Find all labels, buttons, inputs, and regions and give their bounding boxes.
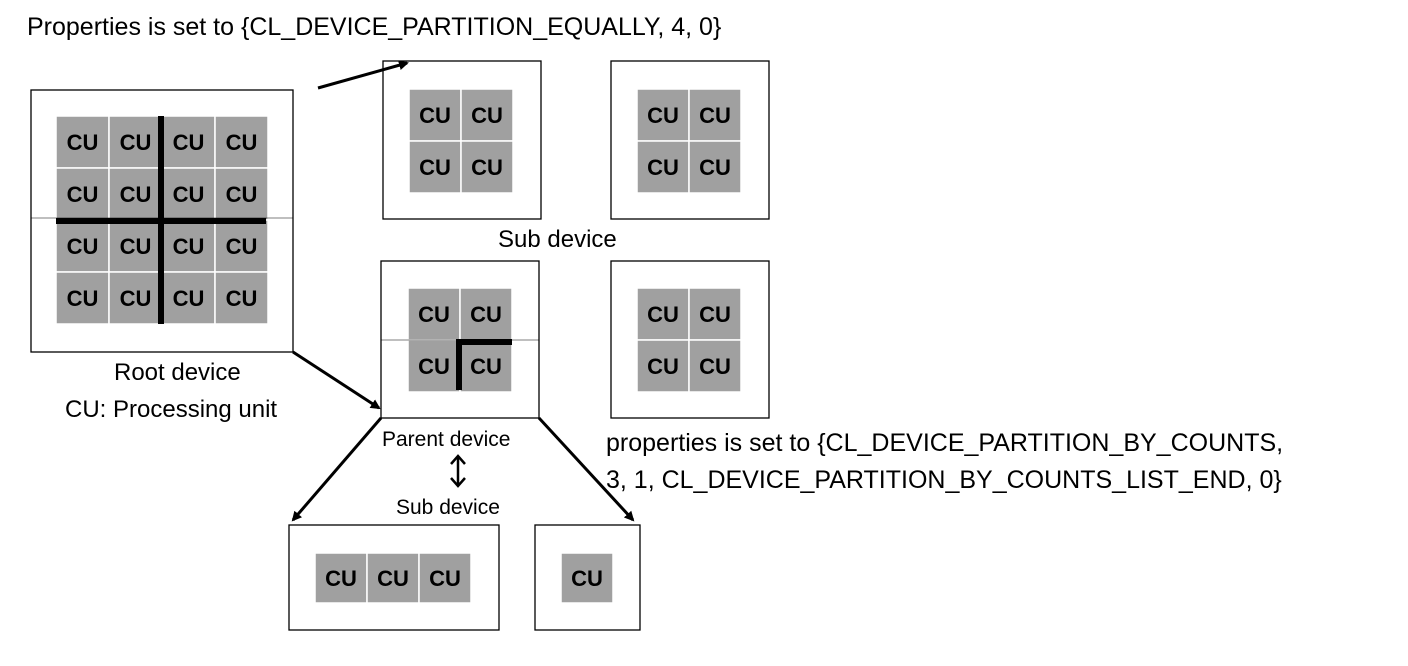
cu-cell bbox=[214, 115, 269, 169]
parent-sub-double-arrow-icon bbox=[450, 454, 466, 488]
arrow-parent-to-1cu-subdevice bbox=[537, 416, 635, 522]
cu-label: CU bbox=[699, 302, 731, 327]
cu-cell bbox=[161, 219, 216, 273]
cu-label: CU bbox=[647, 155, 679, 180]
cu-cell bbox=[407, 339, 461, 393]
cu-label: CU bbox=[226, 234, 258, 259]
cu-label: CU bbox=[470, 354, 502, 379]
cu-cell bbox=[688, 140, 742, 194]
root-device-label: Root device bbox=[114, 359, 241, 386]
cu-label: CU bbox=[470, 302, 502, 327]
cu-label: CU bbox=[120, 130, 152, 155]
cu-label: CU bbox=[647, 103, 679, 128]
cu-label: CU bbox=[419, 103, 451, 128]
cu-label: CU bbox=[173, 130, 205, 155]
cu-cell bbox=[55, 271, 110, 325]
cu-label: CU bbox=[647, 354, 679, 379]
cu-cell bbox=[688, 287, 742, 341]
cu-label: CU bbox=[67, 130, 99, 155]
cu-label: CU bbox=[647, 302, 679, 327]
cu-cell bbox=[636, 287, 690, 341]
cu-cell bbox=[460, 88, 514, 142]
sub-device-lower-label: Sub device bbox=[396, 496, 500, 519]
cu-label: CU bbox=[226, 286, 258, 311]
arrow-root-to-equal-subdevices bbox=[317, 60, 409, 90]
arrow-root-to-parent-device bbox=[292, 350, 381, 410]
cu-label: CU bbox=[699, 354, 731, 379]
top-caption: Properties is set to {CL_DEVICE_PARTITIO… bbox=[27, 13, 721, 41]
cu-cell bbox=[366, 552, 420, 604]
cu-cell bbox=[459, 339, 513, 393]
counts-sub-device-1cu-cu-grid: CU bbox=[560, 552, 614, 604]
cu-label: CU bbox=[471, 155, 503, 180]
cu-label: CU bbox=[67, 182, 99, 207]
cu-cell bbox=[108, 115, 163, 169]
counts-caption-line1: properties is set to {CL_DEVICE_PARTITIO… bbox=[606, 429, 1283, 457]
parent-device-label: Parent device bbox=[382, 428, 510, 451]
cu-label: CU bbox=[120, 182, 152, 207]
cu-label: CU bbox=[699, 103, 731, 128]
cu-cell bbox=[688, 88, 742, 142]
equal-sub-device-4-cu-grid: CU CU CU CU bbox=[636, 287, 742, 393]
cu-cell bbox=[161, 271, 216, 325]
counts-caption-line2: 3, 1, CL_DEVICE_PARTITION_BY_COUNTS_LIST… bbox=[606, 466, 1282, 494]
cu-cell bbox=[560, 552, 614, 604]
cu-cell bbox=[636, 140, 690, 194]
cu-legend-label: CU: Processing unit bbox=[65, 396, 277, 423]
parent-device-cu-grid: CU CU CU CU bbox=[407, 287, 513, 393]
cu-label: CU bbox=[226, 182, 258, 207]
equal-sub-device-1-cu-grid: CU CU CU CU bbox=[408, 88, 514, 194]
cu-cell bbox=[459, 287, 513, 341]
cu-label: CU bbox=[67, 234, 99, 259]
cu-label: CU bbox=[418, 302, 450, 327]
cu-label: CU bbox=[429, 566, 461, 591]
cu-label: CU bbox=[173, 182, 205, 207]
sub-device-upper-label: Sub device bbox=[498, 226, 617, 253]
cu-cell bbox=[55, 115, 110, 169]
cu-cell bbox=[214, 167, 269, 221]
root-device-cu-grid: CU CU CU CU CU CU CU CU CU CU CU CU CU CU CU CU bbox=[55, 115, 269, 325]
cu-label: CU bbox=[226, 130, 258, 155]
cu-label: CU bbox=[699, 155, 731, 180]
cu-label: CU bbox=[325, 566, 357, 591]
cu-label: CU bbox=[418, 354, 450, 379]
cu-cell bbox=[55, 219, 110, 273]
cu-cell bbox=[636, 339, 690, 393]
cu-cell bbox=[408, 88, 462, 142]
cu-label: CU bbox=[571, 566, 603, 591]
cu-label: CU bbox=[120, 234, 152, 259]
equal-sub-device-2-cu-grid: CU CU CU CU bbox=[636, 88, 742, 194]
cu-cell bbox=[418, 552, 472, 604]
cu-label: CU bbox=[173, 286, 205, 311]
cu-label: CU bbox=[67, 286, 99, 311]
cu-label: CU bbox=[377, 566, 409, 591]
arrow-parent-to-3cu-subdevice bbox=[291, 417, 383, 522]
cu-cell bbox=[161, 115, 216, 169]
cu-cell bbox=[460, 140, 514, 194]
counts-sub-device-3cu-cu-grid: CU CU CU bbox=[314, 552, 472, 604]
cu-cell bbox=[214, 271, 269, 325]
cu-cell bbox=[688, 339, 742, 393]
cu-label: CU bbox=[419, 155, 451, 180]
cu-label: CU bbox=[471, 103, 503, 128]
cu-label: CU bbox=[120, 286, 152, 311]
cu-label: CU bbox=[173, 234, 205, 259]
